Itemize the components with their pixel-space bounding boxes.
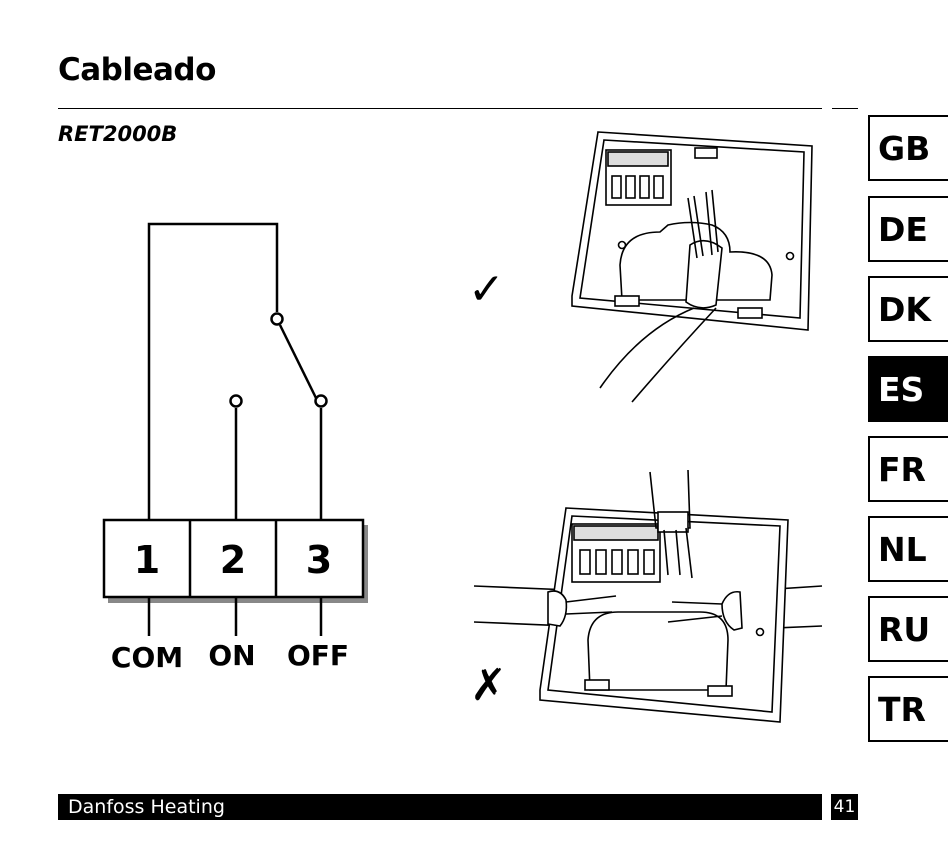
tab-nl[interactable]: NL [868,516,948,582]
correct-check-icon: ✓ [468,264,505,315]
tab-dk[interactable]: DK [868,276,948,342]
on-contact [229,394,243,408]
model-name: RET2000B [58,122,178,146]
label-com: COM [111,641,183,674]
off-contact [314,394,328,408]
terminal-1: 1 [134,538,160,582]
switch-pivot [270,312,284,326]
tab-tr[interactable]: TR [868,676,948,742]
footer-brand: Danfoss Heating [58,794,822,820]
com-wire [147,222,279,520]
tab-ru[interactable]: RU [868,596,948,662]
page-number: 41 [831,794,858,820]
switch-blade [278,324,318,399]
tab-fr[interactable]: FR [868,436,948,502]
tab-gb[interactable]: GB [868,115,948,181]
terminal-3: 3 [306,538,332,582]
incorrect-cross-icon: ✗ [470,660,507,711]
tab-es[interactable]: ES [868,356,948,422]
label-on: ON [208,639,255,672]
page-title: Cableado [58,52,216,88]
label-off: OFF [287,639,349,672]
header-rule-short [832,108,858,109]
terminal-block [102,518,365,599]
terminal-2: 2 [220,538,246,582]
header-rule [58,108,822,109]
tab-de[interactable]: DE [868,196,948,262]
